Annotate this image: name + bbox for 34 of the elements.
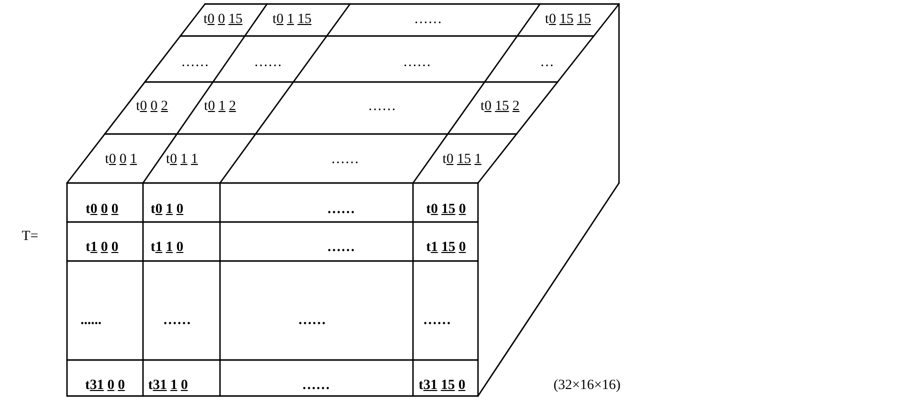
element-label: t0 15 2 bbox=[480, 99, 520, 115]
element-label: t31 0 0 bbox=[85, 378, 125, 394]
ellipsis-label: …… bbox=[403, 55, 431, 71]
element-label: t0 1 0 bbox=[150, 202, 184, 218]
ellipsis-label: …… bbox=[368, 99, 396, 115]
tensor-symbol: T= bbox=[22, 229, 38, 245]
element-label: t0 1 2 bbox=[204, 99, 236, 115]
ellipsis-label: …… bbox=[181, 55, 209, 71]
element-label: t31 1 0 bbox=[148, 378, 188, 394]
ellipsis-label: …… bbox=[302, 378, 330, 394]
element-label: t1 0 0 bbox=[86, 240, 118, 256]
element-label: t0 0 0 bbox=[86, 202, 118, 218]
element-label: t0 1 15 bbox=[272, 12, 312, 28]
ellipsis-label: …… bbox=[163, 313, 191, 329]
ellipsis-label: …… bbox=[254, 55, 282, 71]
element-label: t1 15 0 bbox=[426, 240, 466, 256]
ellipsis-label: … bbox=[540, 55, 554, 71]
element-label: t0 0 1 bbox=[105, 152, 137, 168]
element-label: t0 15 0 bbox=[426, 202, 466, 218]
element-label: t0 0 2 bbox=[136, 99, 168, 115]
ellipsis-label: …… bbox=[423, 313, 451, 329]
ellipsis-label: …… bbox=[331, 152, 359, 168]
ellipsis-label: ...... bbox=[80, 313, 102, 329]
ellipsis-label: …… bbox=[327, 240, 355, 256]
element-label: t0 1 1 bbox=[166, 152, 198, 168]
element-label: t0 15 1 bbox=[442, 152, 482, 168]
dimension-label: (32×16×16) bbox=[553, 378, 621, 394]
element-label: t0 0 15 bbox=[204, 12, 242, 28]
ellipsis-label: …… bbox=[298, 313, 326, 329]
element-label: t1 1 0 bbox=[150, 240, 184, 256]
element-label: t31 15 0 bbox=[418, 378, 466, 394]
ellipsis-label: …… bbox=[327, 202, 355, 218]
element-label: t0 15 15 bbox=[545, 12, 591, 28]
ellipsis-label: …… bbox=[414, 12, 442, 28]
